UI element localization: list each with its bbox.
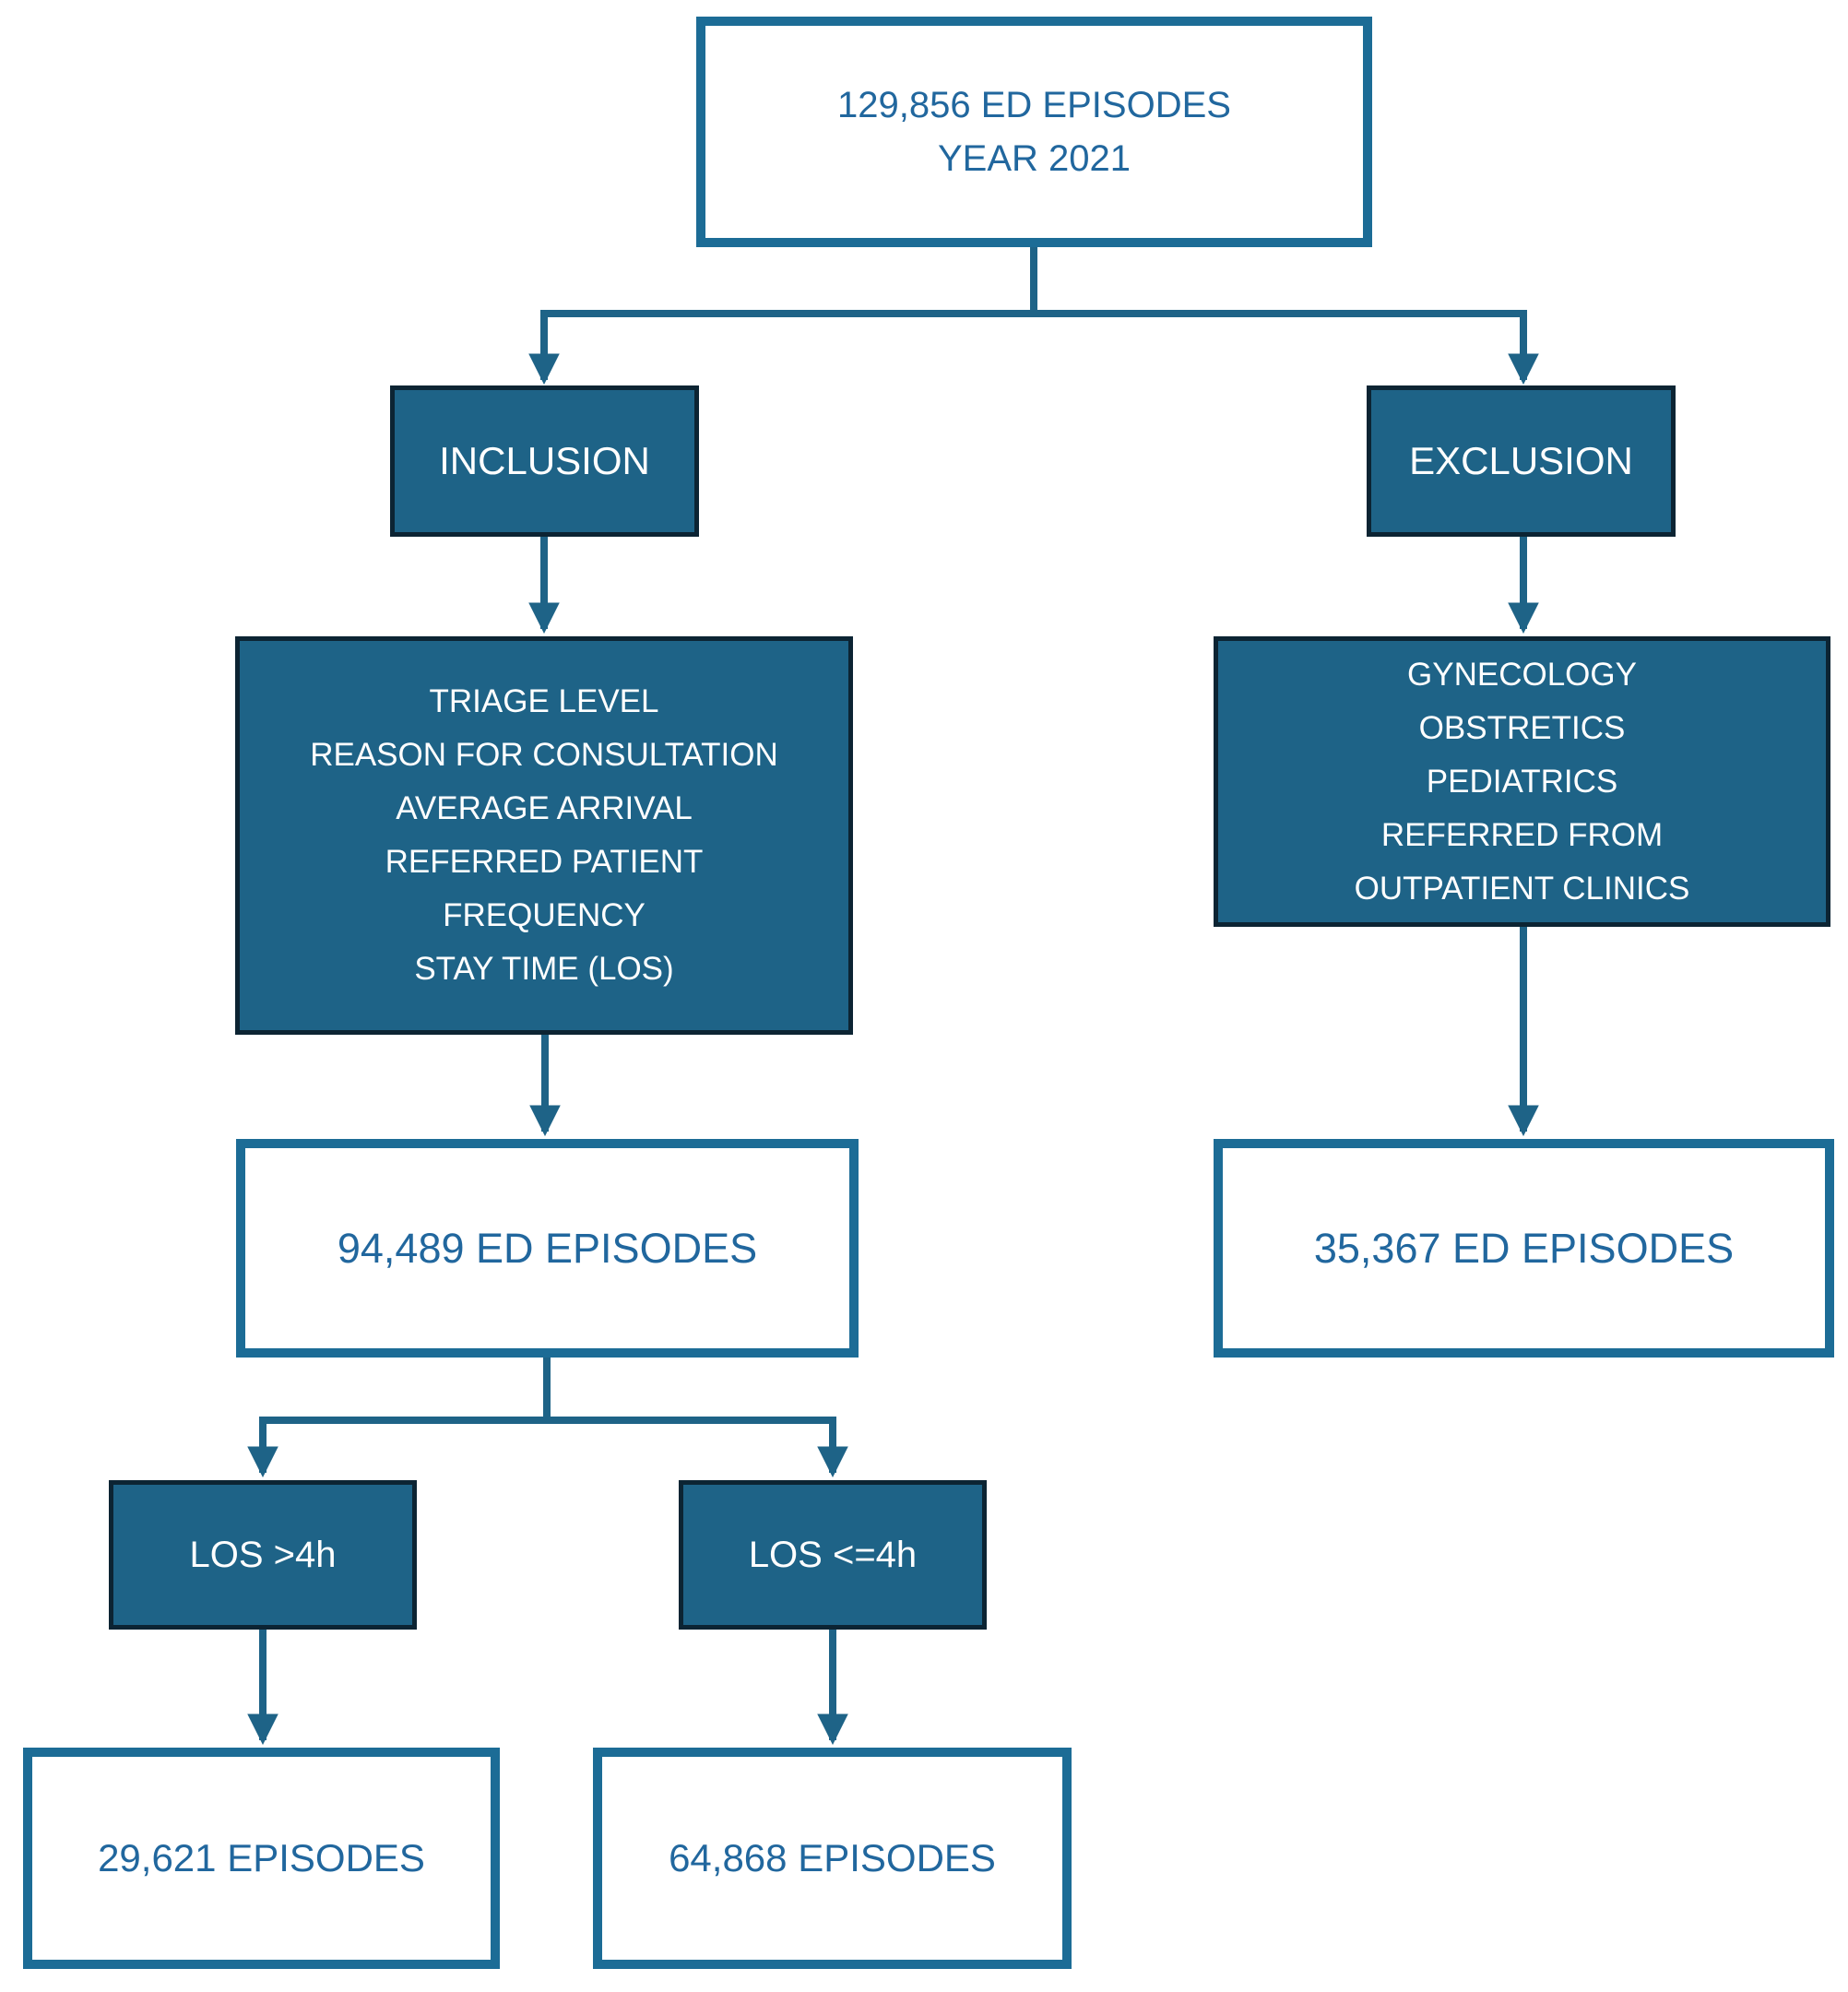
inclusion-criteria-line: FREQUENCY [443,897,646,933]
exclusion-criteria-line: REFERRED FROM [1380,816,1664,853]
node-total-episodes: 129,856 ED EPISODES YEAR 2021 [696,17,1372,247]
inclusion-criteria-line: REFERRED PATIENT [385,844,704,880]
total-episodes-line1: 129,856 ED EPISODES [837,85,1231,125]
exclusion-criteria-line: OUTPATIENT CLINICS [1354,870,1690,907]
exclusion-criteria-line: GYNECOLOGY [1407,656,1637,693]
inclusion-criteria-line: AVERAGE ARRIVAL [396,790,693,826]
exclusion-criteria-line: PEDIATRICS [1426,763,1618,800]
node-los-lessequal-4h: LOS <=4h [679,1480,987,1630]
los-lessequal-4h-label: LOS <=4h [748,1535,918,1575]
node-los-greater-4h: LOS >4h [109,1480,417,1630]
included-count-label: 94,489 ED EPISODES [337,1224,758,1272]
node-inclusion-criteria: TRIAGE LEVEL REASON FOR CONSULTATION AVE… [235,636,853,1035]
inclusion-criteria-line: REASON FOR CONSULTATION [310,737,778,773]
exclusion-label: EXCLUSION [1409,439,1633,482]
los-lessequal-4h-count-label: 64,868 EPISODES [669,1836,996,1879]
los-greater-4h-count-label: 29,621 EPISODES [98,1836,425,1879]
total-episodes-line2: YEAR 2021 [937,138,1131,179]
node-inclusion: INCLUSION [390,385,699,537]
los-greater-4h-label: LOS >4h [189,1535,337,1575]
inclusion-label: INCLUSION [439,439,650,482]
node-excluded-count: 35,367 ED EPISODES [1214,1139,1834,1358]
node-included-count: 94,489 ED EPISODES [236,1139,859,1358]
node-exclusion: EXCLUSION [1367,385,1676,537]
inclusion-criteria-line: STAY TIME (LOS) [414,951,674,987]
node-los-lessequal-4h-count: 64,868 EPISODES [593,1748,1072,1969]
node-exclusion-criteria: GYNECOLOGY OBSTRETICS PEDIATRICS REFERRE… [1214,636,1830,927]
excluded-count-label: 35,367 ED EPISODES [1313,1224,1735,1272]
inclusion-criteria-line: TRIAGE LEVEL [429,683,659,719]
exclusion-criteria-line: OBSTRETICS [1418,709,1626,746]
node-los-greater-4h-count: 29,621 EPISODES [23,1748,500,1969]
